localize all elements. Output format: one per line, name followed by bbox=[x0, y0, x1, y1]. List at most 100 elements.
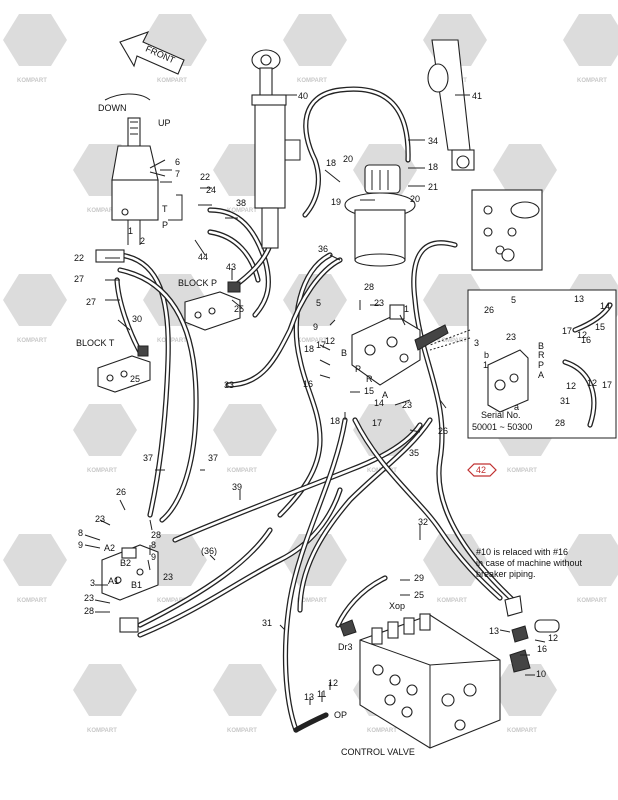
callout-42: 42 bbox=[467, 463, 497, 477]
part-number-n31: 31 bbox=[262, 618, 272, 628]
part-number-n19: 19 bbox=[331, 197, 341, 207]
control-valve bbox=[339, 613, 501, 749]
inset-port-b2: B bbox=[538, 341, 544, 351]
inset-port-p: P bbox=[538, 360, 544, 370]
watermark-logo: KOMPART bbox=[563, 14, 618, 84]
watermark-logo: KOMPART bbox=[213, 664, 277, 734]
port-b-label: B bbox=[341, 348, 347, 358]
part-number-n12c: 12 bbox=[328, 678, 338, 688]
part-number-n36b: (36) bbox=[201, 546, 217, 556]
watermark-text: KOMPART bbox=[297, 338, 327, 344]
block-p-label: BLOCK P bbox=[178, 278, 217, 288]
part-number-n41: 41 bbox=[472, 91, 482, 101]
part-number-n33: 33 bbox=[224, 380, 234, 390]
part-number-i26: 26 bbox=[484, 305, 494, 315]
port-b2-label: B2 bbox=[120, 558, 131, 568]
part-number-n23d: 23 bbox=[163, 572, 173, 582]
watermark-text: KOMPART bbox=[227, 468, 257, 474]
part-number-n1b: 1 bbox=[404, 304, 409, 314]
inset-port-a: a bbox=[514, 402, 519, 412]
part-number-i3: 3 bbox=[474, 338, 479, 348]
part-number-n20a: 20 bbox=[343, 154, 353, 164]
part-number-n23b: 23 bbox=[402, 400, 412, 410]
port-a-label: A bbox=[382, 390, 388, 400]
watermark-text: KOMPART bbox=[17, 338, 47, 344]
part-number-n3: 3 bbox=[90, 578, 95, 588]
stop-valve bbox=[351, 304, 449, 386]
part-number-n12a: 12 bbox=[325, 336, 335, 346]
part-number-i15: 15 bbox=[595, 322, 605, 332]
block-t bbox=[97, 345, 151, 393]
callout-42-label: 42 bbox=[476, 465, 486, 475]
watermark-logo: KOMPART bbox=[3, 274, 67, 344]
part-number-n39: 39 bbox=[232, 482, 242, 492]
part-number-n17b: 17 bbox=[372, 418, 382, 428]
watermark-text: KOMPART bbox=[577, 78, 607, 84]
part-number-i16: 16 bbox=[581, 335, 591, 345]
part-number-n15: 15 bbox=[364, 386, 374, 396]
pedal-up-label: UP bbox=[158, 118, 171, 128]
part-number-i14: 14 bbox=[600, 301, 610, 311]
watermark-text: KOMPART bbox=[87, 208, 117, 214]
watermark-logo: KOMPART bbox=[3, 534, 67, 604]
part-number-n18a: 18 bbox=[326, 158, 336, 168]
watermark-logo: KOMPART bbox=[73, 404, 137, 474]
part-number-n26a: 26 bbox=[438, 426, 448, 436]
hose-layer bbox=[114, 86, 518, 733]
part-number-n28c: 28 bbox=[84, 606, 94, 616]
part-number-n8a: 8 bbox=[78, 528, 83, 538]
part-number-i23: 23 bbox=[506, 332, 516, 342]
watermark-text: KOMPART bbox=[227, 208, 257, 214]
part-number-n22b: 22 bbox=[74, 253, 84, 263]
part-number-n37b: 37 bbox=[208, 453, 218, 463]
part-number-n34: 34 bbox=[428, 136, 438, 146]
port-op-label: OP bbox=[334, 710, 347, 720]
part-number-n18c: 18 bbox=[304, 344, 314, 354]
watermark-text: KOMPART bbox=[507, 728, 537, 734]
inset-detail bbox=[429, 289, 617, 439]
part-number-n9a: 9 bbox=[313, 322, 318, 332]
swivel-joint bbox=[344, 164, 416, 267]
watermark-text: KOMPART bbox=[17, 78, 47, 84]
part-number-n35: 35 bbox=[409, 448, 419, 458]
part-number-n25b: 25 bbox=[130, 374, 140, 384]
pedal-down-label: DOWN bbox=[98, 103, 127, 113]
watermark-text: KOMPART bbox=[577, 598, 607, 604]
part-number-n13b: 13 bbox=[304, 692, 314, 702]
port-a1-label: A1 bbox=[108, 576, 119, 586]
frame-bracket bbox=[471, 189, 543, 271]
part-number-n18b: 18 bbox=[428, 162, 438, 172]
block-t-label: BLOCK T bbox=[76, 338, 115, 348]
part-number-n25c: 25 bbox=[414, 590, 424, 600]
part-number-n17a: 17 bbox=[316, 340, 326, 350]
part-number-n13a: 13 bbox=[489, 626, 499, 636]
part-number-n23a: 23 bbox=[374, 298, 384, 308]
part-number-n27b: 27 bbox=[86, 297, 96, 307]
part-number-n43: 43 bbox=[226, 262, 236, 272]
part-number-n16: 16 bbox=[303, 379, 313, 389]
watermark-logo: KOMPART bbox=[493, 664, 557, 734]
watermark-text: KOMPART bbox=[87, 728, 117, 734]
inset-serial-range: 50001 ~ 50300 bbox=[472, 422, 532, 432]
part-number-i13: 13 bbox=[574, 294, 584, 304]
note-line-1: #10 is relaced with #16 bbox=[476, 547, 568, 557]
part-number-n8b: 8 bbox=[151, 540, 156, 550]
inset-port-r: R bbox=[538, 350, 545, 360]
inset-port-a2: A bbox=[538, 370, 544, 380]
cylinder-40 bbox=[251, 49, 301, 249]
watermark-text: KOMPART bbox=[157, 78, 187, 84]
watermark-logo: KOMPART bbox=[73, 664, 137, 734]
cylinder-41 bbox=[427, 39, 475, 171]
watermark-text: KOMPART bbox=[157, 598, 187, 604]
note-line-2: in case of machine without bbox=[476, 558, 583, 568]
part-number-n12b: 12 bbox=[548, 633, 558, 643]
part-number-n38: 38 bbox=[236, 198, 246, 208]
part-number-n28a: 28 bbox=[364, 282, 374, 292]
part-number-n37a: 37 bbox=[143, 453, 153, 463]
part-number-i31: 31 bbox=[560, 396, 570, 406]
part-number-i17a: 17 bbox=[562, 326, 572, 336]
part-number-i12b: 12 bbox=[566, 381, 576, 391]
watermark-text: KOMPART bbox=[507, 468, 537, 474]
